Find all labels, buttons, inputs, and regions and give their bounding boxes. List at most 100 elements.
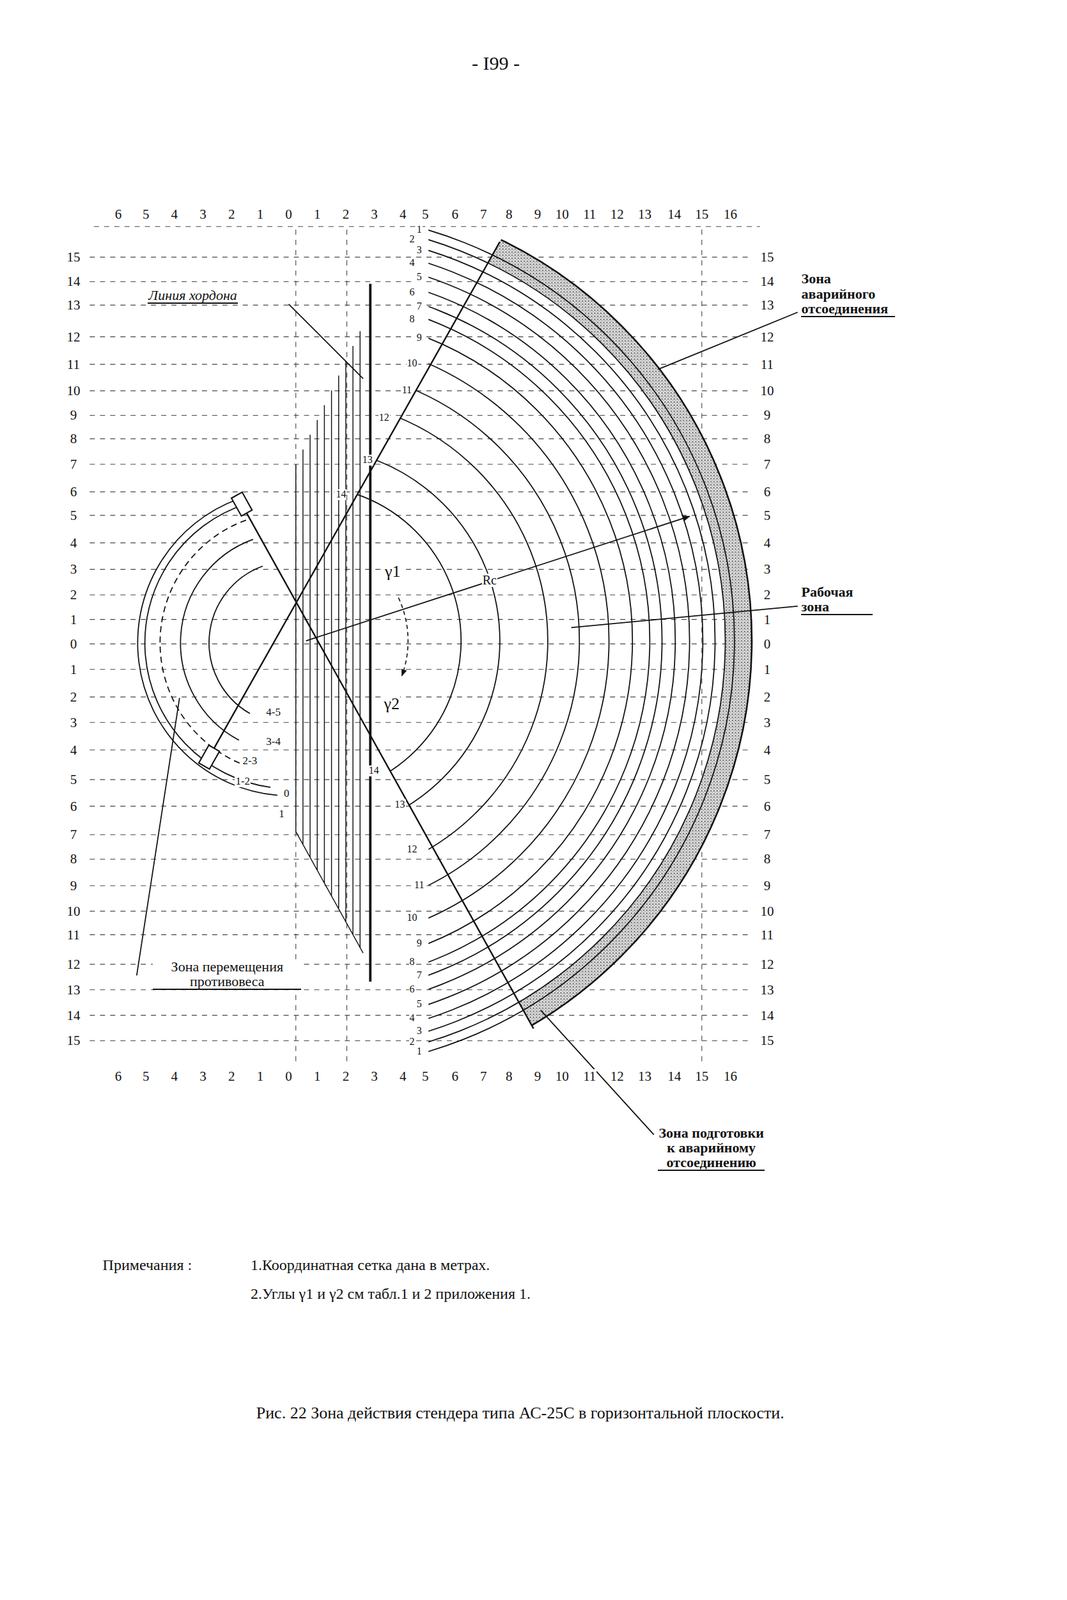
axis-tick-label: 13 — [637, 207, 653, 222]
arc-number: 11 — [401, 384, 413, 396]
axis-tick-label: 1 — [763, 662, 772, 677]
axis-tick-label: 4 — [398, 1068, 408, 1083]
axis-tick-label: 13 — [759, 982, 775, 997]
axis-tick-label: 15 — [759, 1033, 775, 1048]
axis-tick-label: 15 — [759, 249, 775, 265]
axis-tick-label: 10 — [759, 383, 775, 398]
arc-number: 12 — [378, 412, 390, 424]
axis-tick-label: 10 — [554, 1068, 570, 1083]
arc-number: 6 — [409, 287, 416, 298]
arc-number: 5 — [416, 271, 423, 283]
axis-tick-label: 8 — [505, 1068, 514, 1083]
page-number: - I99 - — [471, 53, 521, 74]
axis-tick-label: 13 — [65, 982, 81, 997]
emergency-zone-band — [0, 208, 739, 1074]
axis-tick-label: 6 — [69, 799, 78, 814]
axis-tick-label: 11 — [66, 357, 81, 372]
axis-tick-label: 11 — [66, 927, 81, 942]
arc-number: 12 — [406, 843, 419, 855]
counterweight-position: 4-5 — [265, 706, 282, 718]
axis-tick-label: 0 — [69, 636, 78, 651]
callout-label: Линия хордона — [147, 287, 238, 304]
axis-tick-label: 2 — [763, 587, 772, 602]
axis-tick-label: 7 — [763, 457, 772, 472]
counterweight-position: 0 — [283, 787, 291, 800]
axis-tick-label: 15 — [65, 1033, 81, 1048]
cordon-line — [368, 283, 372, 982]
axis-tick-label: 3 — [198, 1068, 208, 1083]
axis-tick-label: 10 — [65, 903, 81, 919]
callout-label: Зона перемещения противовеса — [152, 958, 302, 990]
axis-tick-label: 3 — [370, 1068, 379, 1083]
axis-tick-label: 15 — [65, 249, 81, 265]
zone-arc — [0, 257, 690, 1025]
axis-tick-label: 15 — [694, 1068, 709, 1083]
axis-tick-label: 16 — [723, 207, 738, 222]
axis-tick-label: 11 — [582, 1068, 597, 1083]
axis-tick-label: 11 — [760, 357, 775, 372]
axis-tick-label: 6 — [114, 1068, 123, 1083]
arc-number: 13 — [361, 454, 374, 466]
boom-boundary-line — [205, 241, 534, 1029]
arc-number: 3 — [416, 244, 423, 256]
axis-tick-label: 5 — [763, 508, 772, 523]
axis-tick-label: 7 — [69, 827, 78, 842]
axis-tick-label: 11 — [582, 207, 597, 222]
axis-tick-label: 2 — [342, 1068, 351, 1083]
axis-tick-label: 5 — [141, 207, 151, 222]
counterweight-position: 3-4 — [265, 735, 282, 748]
axis-tick-label: 3 — [370, 207, 379, 222]
axis-tick-label: 13 — [759, 297, 775, 312]
axis-tick-label: 1 — [313, 207, 322, 222]
arc-number: 9 — [416, 937, 423, 949]
axis-tick-label: 6 — [763, 799, 772, 814]
axis-tick-label: 4 — [170, 1068, 180, 1083]
figure-caption: Рис. 22 Зона действия стендера типа АС-2… — [255, 1403, 786, 1422]
axis-tick-label: 14 — [666, 207, 682, 222]
arc-number: 2 — [409, 1036, 416, 1048]
note-text: 1.Координатная сетка дана в метрах. — [249, 1256, 491, 1273]
axis-tick-label: 6 — [114, 207, 123, 222]
axis-tick-label: 9 — [763, 878, 772, 893]
axis-tick-label: 4 — [763, 742, 772, 757]
axis-tick-label: 12 — [759, 329, 775, 344]
counterweight-position: 1 — [278, 808, 286, 820]
callout-label: Зона подготовки к аварийному отсоединени… — [657, 1125, 765, 1171]
callout-label: Зона аварийного отсоединения — [801, 271, 896, 317]
axis-tick-label: 5 — [69, 508, 78, 523]
axis-tick-label: 5 — [141, 1068, 151, 1083]
axis-tick-label: 12 — [65, 957, 81, 972]
arc-number: 13 — [394, 799, 406, 810]
cordon-hatching — [295, 331, 364, 953]
axis-tick-label: 11 — [760, 927, 775, 942]
arc-number: 4 — [409, 1012, 416, 1024]
axis-tick-label: 7 — [69, 457, 78, 472]
axis-tick-label: 3 — [763, 715, 772, 730]
counterweight-arc — [180, 538, 254, 740]
working-zone-arcs — [0, 212, 735, 1069]
axis-tick-label: 2 — [763, 689, 772, 704]
arc-number: 1 — [416, 1045, 423, 1057]
arc-number: 4 — [409, 257, 416, 269]
axis-tick-label: 2 — [69, 689, 78, 704]
axis-tick-label: 9 — [763, 407, 772, 422]
counterweight-arc — [137, 498, 278, 795]
axis-tick-label: 2 — [69, 587, 78, 602]
axis-tick-label: 8 — [763, 851, 772, 866]
note-text: 2.Углы γ1 и γ2 см табл.1 и 2 приложения … — [249, 1285, 532, 1302]
axis-tick-label: 0 — [763, 636, 772, 651]
axis-tick-label: 10 — [65, 383, 81, 398]
counterweight-arc — [159, 519, 246, 766]
arc-number: 14 — [334, 489, 347, 500]
axis-tick-label: 5 — [763, 772, 772, 787]
arc-number: 1 — [416, 224, 423, 236]
axis-tick-label: 5 — [69, 772, 78, 787]
axis-tick-label: 4 — [763, 535, 772, 550]
axis-tick-label: 1 — [256, 1068, 265, 1083]
axis-tick-label: 12 — [759, 957, 775, 972]
arc-number: 5 — [416, 998, 423, 1010]
arc-number: 8 — [409, 313, 416, 325]
callout-label: Рабочая зона — [801, 584, 873, 616]
zone-arc — [0, 231, 716, 1050]
